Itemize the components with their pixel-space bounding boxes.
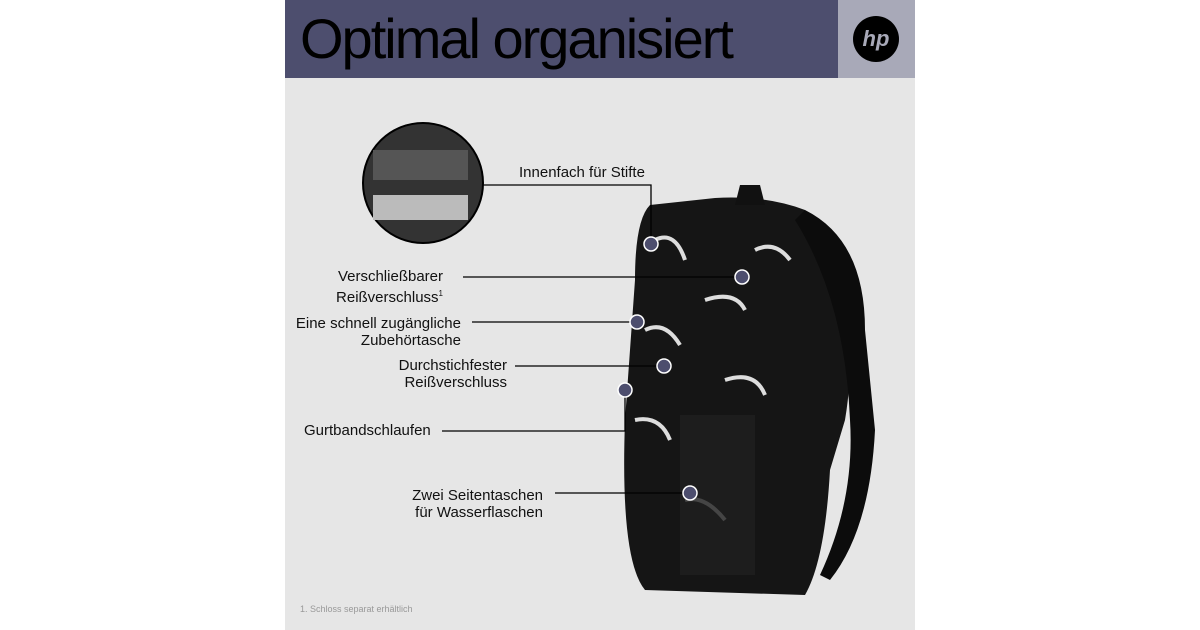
callout-webbing-loops: Gurtbandschlaufen	[304, 422, 431, 439]
callout-line: Zwei Seitentaschen	[412, 487, 543, 504]
footnote: 1. Schloss separat erhältlich	[300, 604, 413, 614]
callout-line: Durchstichfester	[398, 357, 507, 374]
header-band: Optimal organisiert	[285, 0, 838, 78]
callout-lines	[442, 184, 742, 494]
hp-logo: hp	[853, 16, 899, 62]
backpack-illustration	[362, 122, 875, 595]
shoulder-strap	[795, 210, 875, 580]
callout-line: Eine schnell zugängliche	[295, 315, 461, 332]
callout-line: für Wasserflaschen	[415, 504, 543, 521]
callout-line: Reißverschluss	[404, 374, 507, 391]
backpack-handle	[735, 185, 765, 205]
pen-pocket-inset	[362, 122, 484, 244]
page-title: Optimal organisiert	[300, 7, 734, 70]
logo-box: hp	[838, 0, 915, 78]
footnote-marker: 1	[438, 289, 443, 298]
callout-line: Verschließbarer	[337, 268, 443, 285]
callout-dots	[617, 236, 750, 501]
callout-line: Zubehörtasche	[360, 332, 461, 349]
callout-pen-pocket: Innenfach für Stifte	[519, 164, 645, 181]
product-panel: Optimal organisiert hp Innenfach für Sti…	[285, 0, 915, 630]
callout-line: Reißverschluss	[336, 289, 439, 306]
